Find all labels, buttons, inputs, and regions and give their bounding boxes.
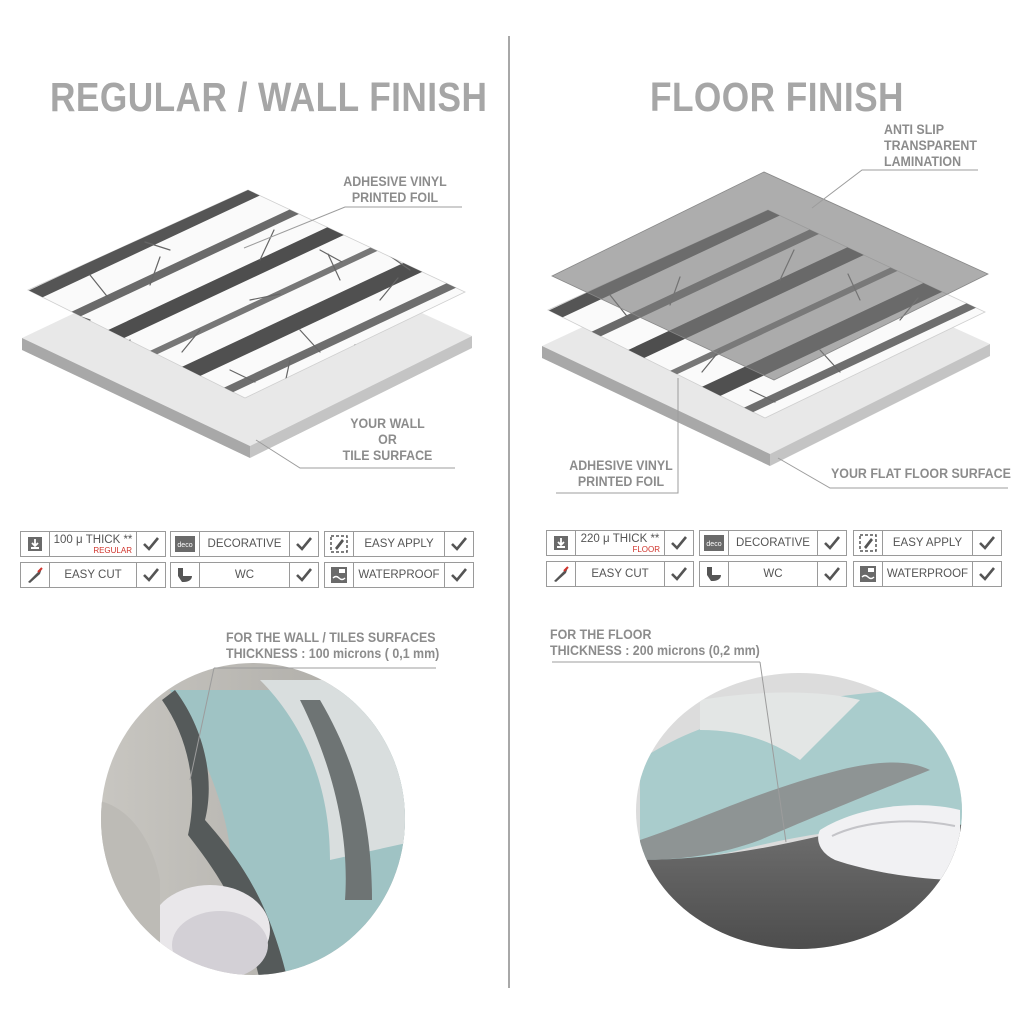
feature-wc-label: WC	[234, 569, 255, 581]
check-icon	[664, 531, 693, 555]
check-icon	[817, 531, 846, 555]
left-note-line1: FOR THE WALL / TILES SURFACES	[226, 630, 436, 645]
left-note: FOR THE WALL / TILES SURFACES THICKNESS …	[226, 630, 440, 662]
left-foil-label: ADHESIVE VINYL PRINTED FOIL	[335, 174, 455, 206]
feature-thickness-sub: REGULAR	[93, 545, 132, 555]
lamination-label-line3: LAMINATION	[884, 154, 962, 169]
check-icon	[289, 532, 318, 556]
feature-easy-cut: EASY CUT	[546, 561, 694, 587]
check-icon	[136, 532, 165, 556]
floor-surface-label: YOUR FLAT FLOOR SURFACE	[831, 466, 1011, 481]
feature-easy-cut-label: EASY CUT	[591, 568, 649, 580]
right-note-line2: THICKNESS : 200 microns (0,2 mm)	[550, 643, 760, 658]
lamination-label: ANTI SLIP TRANSPARENT LAMINATION	[884, 122, 985, 170]
feature-waterproof: WATERPROOF	[853, 561, 1002, 587]
right-foil-label-line1: ADHESIVE VINYL	[569, 458, 673, 473]
feature-easy-apply: EASY APPLY	[853, 530, 1002, 556]
lamination-label-line1: ANTI SLIP	[884, 122, 945, 137]
left-note-line2: THICKNESS : 100 microns ( 0,1 mm)	[226, 646, 440, 661]
right-title: FLOOR FINISH	[650, 74, 904, 120]
left-surface-label-line1: YOUR WALL	[350, 416, 425, 431]
feature-easy-apply-label: EASY APPLY	[892, 537, 963, 549]
feature-decorative-label: DECORATIVE	[736, 537, 810, 549]
left-surface-label: YOUR WALL OR TILE SURFACE	[335, 416, 441, 464]
floor-vinyl-photo	[636, 673, 962, 949]
right-callout-lines	[556, 169, 1008, 494]
cutter-icon	[21, 563, 50, 587]
check-icon	[136, 563, 165, 587]
feature-decorative: deco DECORATIVE	[699, 530, 847, 556]
check-icon	[664, 562, 693, 586]
lamination-label-line2: TRANSPARENT	[884, 138, 977, 153]
anti-slip-lamination	[551, 171, 989, 381]
feature-waterproof-label: WATERPROOF	[886, 568, 969, 580]
left-surface-label-line2: OR	[378, 432, 397, 447]
right-foil-label-line2: PRINTED FOIL	[577, 474, 665, 489]
check-icon	[972, 531, 1001, 555]
feature-decorative: deco DECORATIVE	[170, 531, 319, 557]
feature-thickness: 100 μ THICK **REGULAR	[20, 531, 166, 557]
left-foil-label-line2: PRINTED FOIL	[351, 190, 439, 205]
left-title: REGULAR / WALL FINISH	[50, 74, 488, 120]
right-note: FOR THE FLOOR THICKNESS : 200 microns (0…	[550, 627, 762, 659]
waterproof-icon	[854, 562, 883, 586]
feature-thickness-sub: FLOOR	[632, 544, 660, 554]
deco-icon-text: deco	[706, 541, 721, 548]
wc-icon	[700, 562, 729, 586]
left-callout-lines	[243, 206, 462, 469]
feature-easy-cut: EASY CUT	[20, 562, 166, 588]
feature-easy-cut-label: EASY CUT	[64, 569, 122, 581]
deco-icon: deco	[700, 531, 729, 555]
feature-wc-label: WC	[763, 568, 783, 580]
feature-waterproof: WATERPROOF	[324, 562, 474, 588]
feature-thickness-label: 220 μ THICK **	[580, 532, 660, 545]
feature-easy-apply-label: EASY APPLY	[364, 538, 434, 550]
center-divider	[508, 36, 510, 988]
cutter-icon	[547, 562, 576, 586]
left-foil-label-line1: ADHESIVE VINYL	[343, 174, 447, 189]
feature-decorative-label: DECORATIVE	[207, 538, 282, 550]
check-icon	[444, 532, 473, 556]
right-foil-label: ADHESIVE VINYL PRINTED FOIL	[561, 458, 681, 490]
easy-apply-icon	[854, 531, 883, 555]
left-surface-label-line3: TILE SURFACE	[342, 448, 433, 463]
feature-wc: WC	[170, 562, 319, 588]
left-note-pointer	[189, 667, 215, 781]
wc-icon	[171, 563, 200, 587]
check-icon	[289, 563, 318, 587]
check-icon	[972, 562, 1001, 586]
wall-vinyl-photo	[101, 663, 405, 975]
check-icon	[444, 563, 473, 587]
download-icon	[21, 532, 50, 556]
deco-icon: deco	[171, 532, 200, 556]
feature-wc: WC	[699, 561, 847, 587]
download-icon	[547, 531, 576, 555]
right-note-pointer	[759, 661, 787, 843]
feature-easy-apply: EASY APPLY	[324, 531, 474, 557]
feature-thickness-label: 100 μ THICK **	[53, 533, 133, 546]
waterproof-icon	[325, 563, 354, 587]
feature-thickness: 220 μ THICK **FLOOR	[546, 530, 694, 556]
deco-icon-text: deco	[177, 542, 192, 549]
check-icon	[817, 562, 846, 586]
feature-waterproof-label: WATERPROOF	[358, 569, 440, 581]
right-note-line1: FOR THE FLOOR	[550, 627, 652, 642]
easy-apply-icon	[325, 532, 354, 556]
